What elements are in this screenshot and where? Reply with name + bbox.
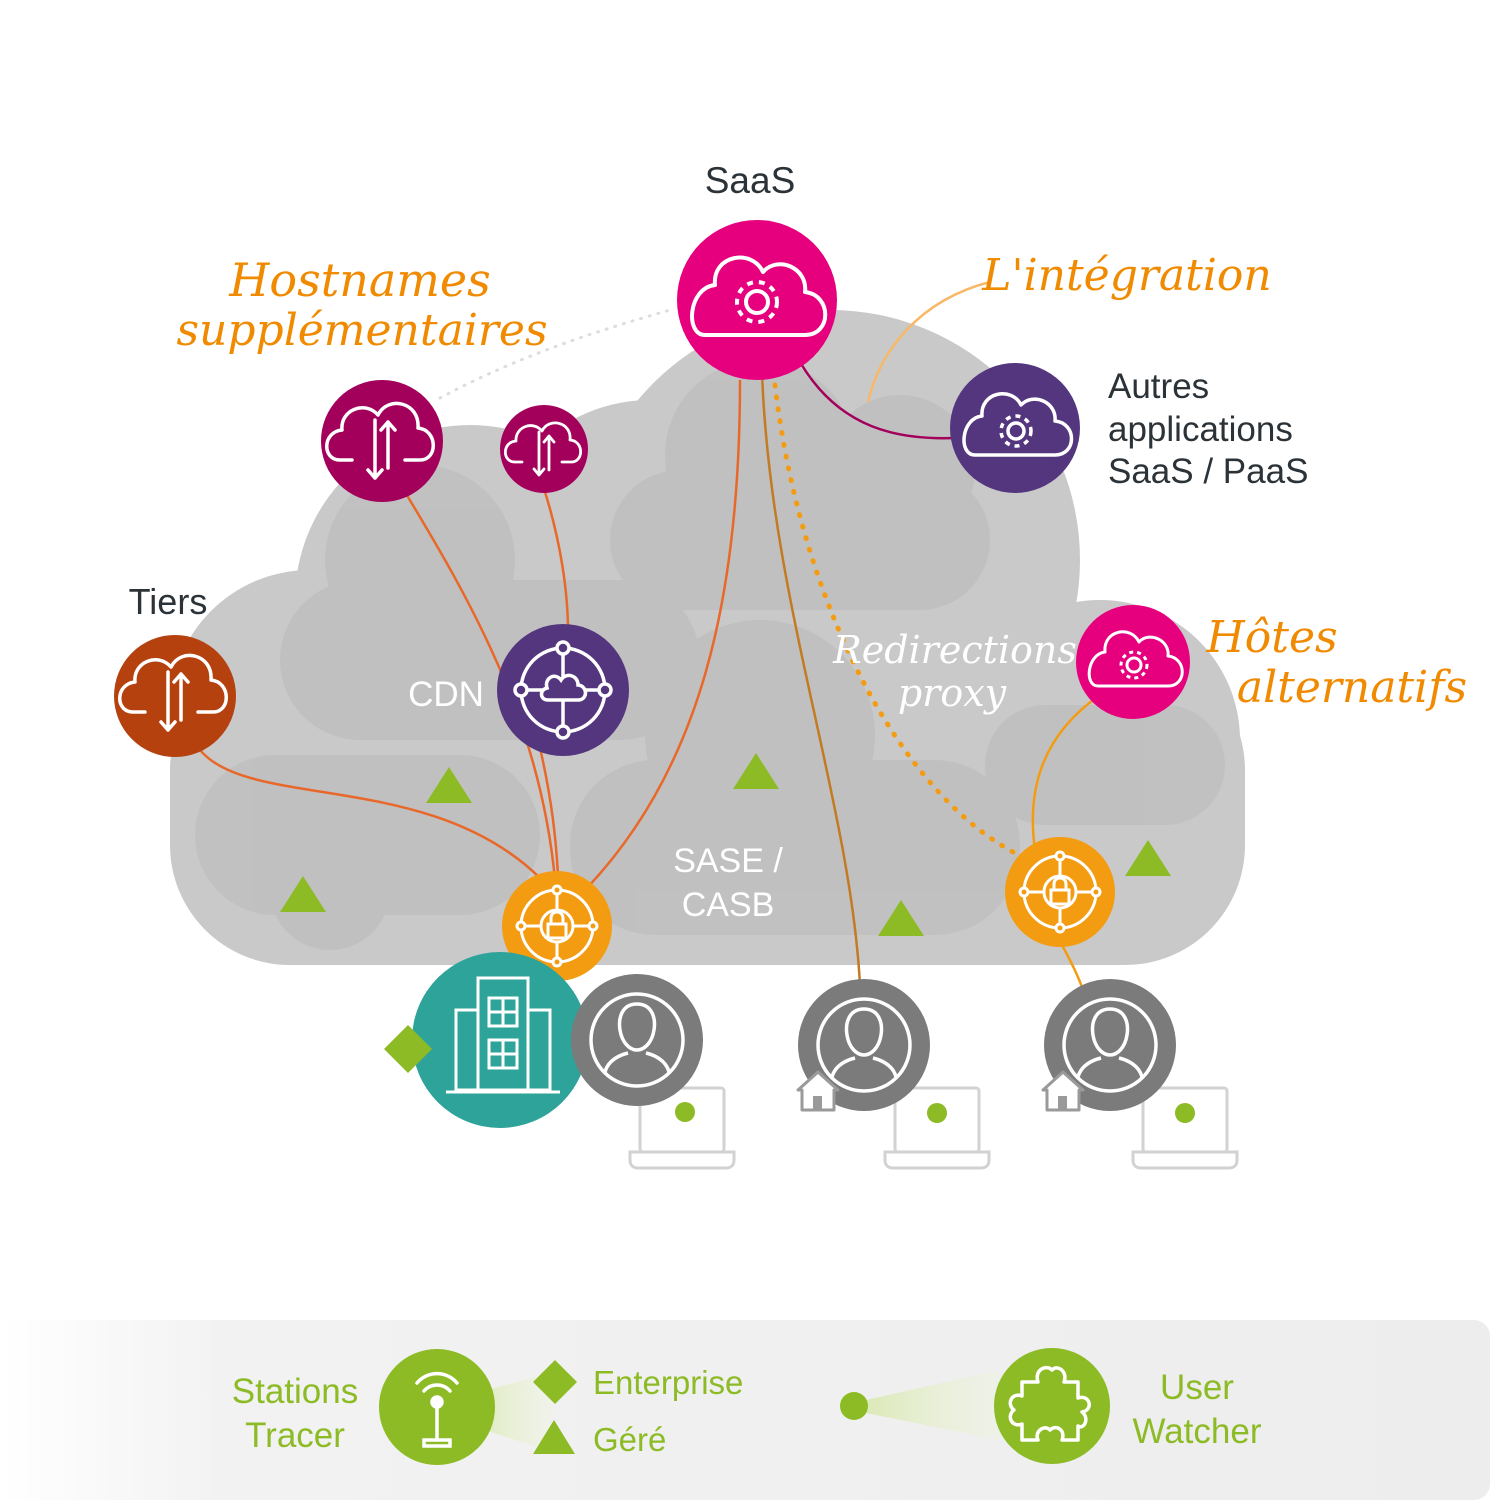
managed-triangle <box>733 753 779 789</box>
building-icon <box>446 976 560 1094</box>
autres-label-line2: applications <box>1108 410 1293 449</box>
link-hotes-gateway2 <box>1031 693 1101 851</box>
link-integration-pointer <box>866 280 991 403</box>
lock-target-icon <box>515 884 599 968</box>
legend-gere-label: Géré <box>593 1421 666 1458</box>
managed-triangle <box>878 900 924 936</box>
cloud-updown-icon <box>118 653 228 732</box>
puzzle-icon <box>1008 1365 1091 1442</box>
hotes-annotation-line2: alternatifs <box>1237 662 1467 713</box>
legend-stations-line1: Stations <box>232 1372 358 1411</box>
link-saas-user2 <box>760 371 862 986</box>
laptop-3 <box>1131 1086 1239 1170</box>
link-host1-gateway <box>403 491 557 881</box>
managed-triangle <box>426 767 472 803</box>
link-tiers-gateway <box>199 749 541 879</box>
hotes-annotation-line1: Hôtes <box>1205 612 1337 663</box>
antenna-icon <box>415 1371 459 1448</box>
link-host2-cdn <box>543 491 570 633</box>
legend-user-line1: User <box>1160 1368 1234 1407</box>
autres-label-line1: Autres <box>1108 367 1209 406</box>
cloud-gear-icon <box>962 392 1074 457</box>
user-node-2[interactable] <box>798 979 930 1111</box>
user-icon <box>589 992 685 1088</box>
link-saas-autres <box>798 361 956 440</box>
cdn-node[interactable] <box>497 624 629 756</box>
managed-triangle <box>1125 840 1171 876</box>
integration-annotation: L'intégration <box>981 250 1271 301</box>
link-cdn-gateway <box>538 747 560 876</box>
legend: Stations Tracer Enterprise Géré User <box>0 1320 1490 1500</box>
cdn-label: CDN <box>408 675 484 714</box>
host-node-small[interactable] <box>500 405 588 493</box>
cloud-updown-icon <box>325 401 435 480</box>
link-saas-gateway <box>584 379 742 891</box>
redirections-annotation-line1: Redirections <box>832 628 1077 672</box>
legend-watcher-dot <box>840 1392 868 1420</box>
gateway-node-left[interactable] <box>502 871 612 981</box>
legend-enterprise-diamond <box>533 1360 577 1404</box>
sase-label-line2: CASB <box>682 886 775 924</box>
legend-stations-line2: Tracer <box>245 1416 345 1455</box>
enterprise-diamond <box>384 1025 432 1073</box>
home-icon <box>796 1070 840 1112</box>
tiers-label: Tiers <box>129 581 208 622</box>
user-icon <box>816 997 912 1093</box>
lock-target-icon <box>1018 850 1102 934</box>
autres-apps-node[interactable] <box>950 363 1080 493</box>
managed-triangle <box>280 876 326 912</box>
legend-user-line2: Watcher <box>1132 1412 1261 1451</box>
hotes-node[interactable] <box>1076 605 1190 719</box>
legend-watcher-beam <box>866 1370 1000 1440</box>
laptop-1 <box>628 1086 736 1170</box>
host-node-large[interactable] <box>321 380 443 502</box>
gateway-node-right[interactable] <box>1005 837 1115 947</box>
main-cloud <box>170 310 1245 965</box>
tiers-node[interactable] <box>114 635 236 757</box>
laptop-2 <box>883 1086 991 1170</box>
redirections-annotation-line2: proxy <box>898 671 1007 715</box>
hostnames-annotation-line1: Hostnames <box>228 253 490 307</box>
cloud-gear-icon <box>690 255 828 337</box>
link-saas-gateway2-proxy <box>772 382 1028 861</box>
managed-markers <box>280 753 1171 936</box>
cloud-updown-icon <box>503 421 583 477</box>
user-node-3[interactable] <box>1044 979 1176 1111</box>
legend-enterprise-label: Enterprise <box>593 1364 743 1401</box>
cloud-gear-icon <box>1087 630 1184 688</box>
user-icon <box>1062 997 1158 1093</box>
legend-gere-triangle <box>533 1420 575 1454</box>
network-hub-icon <box>513 640 613 740</box>
saas-node[interactable] <box>677 220 837 380</box>
legend-watcher-node <box>994 1348 1110 1464</box>
legend-background <box>0 1320 1490 1500</box>
hostnames-annotation-line2: supplémentaires <box>176 305 547 356</box>
autres-label-line3: SaaS / PaaS <box>1108 452 1308 491</box>
home-icon <box>1041 1070 1085 1112</box>
saas-label: SaaS <box>705 160 796 201</box>
legend-station-node <box>379 1349 495 1465</box>
building-node[interactable] <box>412 952 588 1128</box>
user-node-1[interactable] <box>571 974 703 1106</box>
sase-label-line1: SASE / <box>673 842 783 880</box>
